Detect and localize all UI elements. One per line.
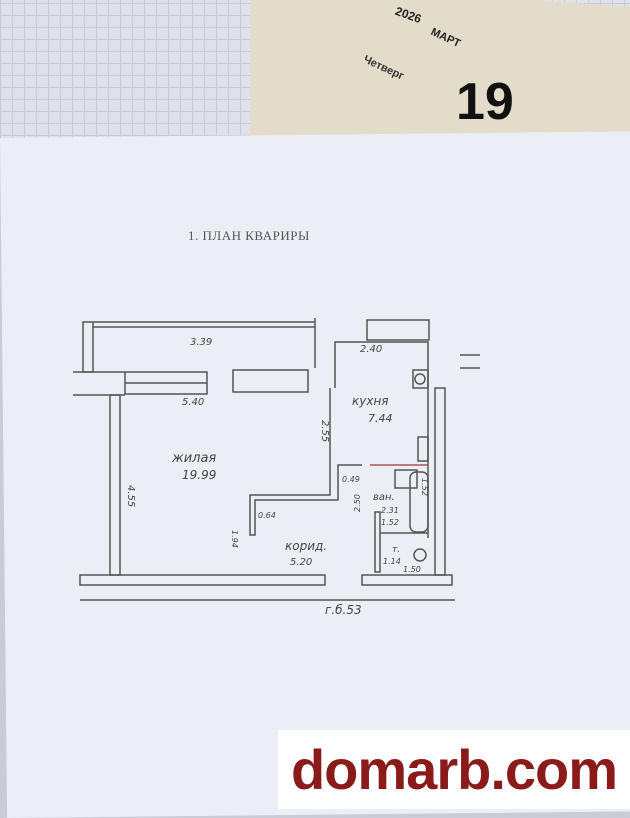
plan-title: 1. ПЛАН КВАРИРЫ	[188, 228, 310, 243]
bathroom-label: ван.	[373, 492, 395, 503]
living-width: 5.40	[182, 397, 204, 408]
living-length: 4.55	[125, 485, 136, 507]
living-room-area: 19.99	[182, 468, 216, 482]
walls	[73, 318, 480, 601]
living-wall: 2.55	[319, 420, 330, 442]
corridor-area: 5.20	[290, 557, 312, 568]
bathroom-length: 1.52	[420, 478, 429, 496]
overall-dimension: г.б.53	[325, 603, 362, 617]
toilet-width: 1.50	[403, 565, 421, 574]
toilet-label: т.	[392, 545, 400, 555]
corridor-length: 2.50	[353, 494, 362, 512]
balcony-area: 3.39	[190, 337, 212, 348]
bathroom-width: 1.52	[381, 518, 399, 527]
watermark-text: domarb.com	[290, 738, 618, 801]
niche-size: 0.49	[342, 475, 360, 484]
kitchen-width: 2.40	[360, 344, 382, 355]
living-room-label: жилая	[171, 451, 216, 466]
kitchen-area: 7.44	[368, 412, 393, 425]
calendar-day: 19	[456, 73, 514, 131]
bathroom-area: 2.31	[381, 506, 399, 515]
closet-area: 0.64	[258, 511, 276, 520]
corridor-width: 1.94	[230, 530, 239, 548]
kitchen-label: кухня	[352, 394, 389, 408]
watermark-banner: domarb.com	[278, 730, 630, 809]
toilet-area: 1.14	[383, 557, 401, 566]
corridor-label: корид.	[285, 539, 327, 553]
